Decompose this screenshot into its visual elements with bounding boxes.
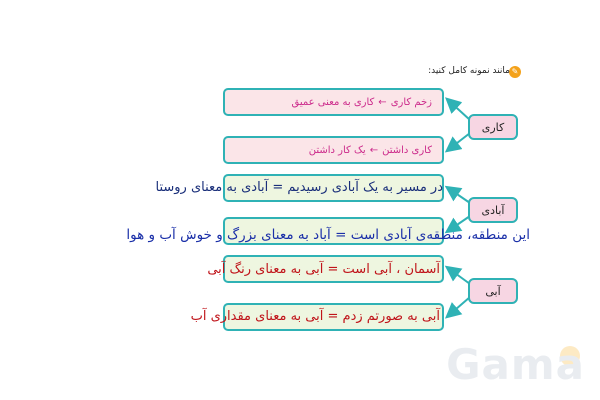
connector-2b xyxy=(444,215,471,234)
answer-line-6: آبی به صورتم زدم = آبی به معنای مقداری آ… xyxy=(190,309,440,324)
instruction-text: مانند نمونه کامل کنید: xyxy=(428,66,510,76)
gama-logo-mark xyxy=(560,346,580,366)
answer-line-4: این منطقه، منطقه‌ی آبادی است = آباد به م… xyxy=(126,227,530,243)
word-box-kari: کاری xyxy=(468,114,518,140)
pencil-icon: ✎ xyxy=(509,66,521,78)
word-box-abi: آبی xyxy=(468,278,518,304)
arrow-left-icon: ← xyxy=(369,144,379,156)
connector-3b xyxy=(444,296,471,319)
example-box-2: کاری داشتن ← یک کار داشتن xyxy=(223,136,444,164)
example-1-meaning: کاری به معنی عمیق xyxy=(291,96,375,108)
answer-box-6 xyxy=(223,303,444,331)
answer-box-3 xyxy=(223,174,444,202)
connector-1b xyxy=(444,132,471,153)
answer-box-4 xyxy=(223,217,444,245)
gama-watermark: Gama xyxy=(446,340,585,389)
example-2-word: کاری داشتن xyxy=(382,144,432,156)
connector-2a xyxy=(444,185,471,204)
answer-box-5 xyxy=(223,255,444,283)
connector-1a xyxy=(445,97,471,121)
example-2-meaning: یک کار داشتن xyxy=(308,144,366,156)
answer-line-5: آسمان ، آبی است = آبی به معنای رنگ آبی xyxy=(207,262,440,277)
answer-line-3: در مسیر به یک آبادی رسیدیم = آبادی به مع… xyxy=(155,180,444,195)
word-box-abadi: آبادی xyxy=(468,197,518,223)
connector-3a xyxy=(444,265,471,285)
example-box-1: زخم کاری ← کاری به معنی عمیق xyxy=(223,88,444,116)
example-1-word: زخم کاری xyxy=(390,96,432,108)
arrow-left-icon: ← xyxy=(378,96,387,108)
